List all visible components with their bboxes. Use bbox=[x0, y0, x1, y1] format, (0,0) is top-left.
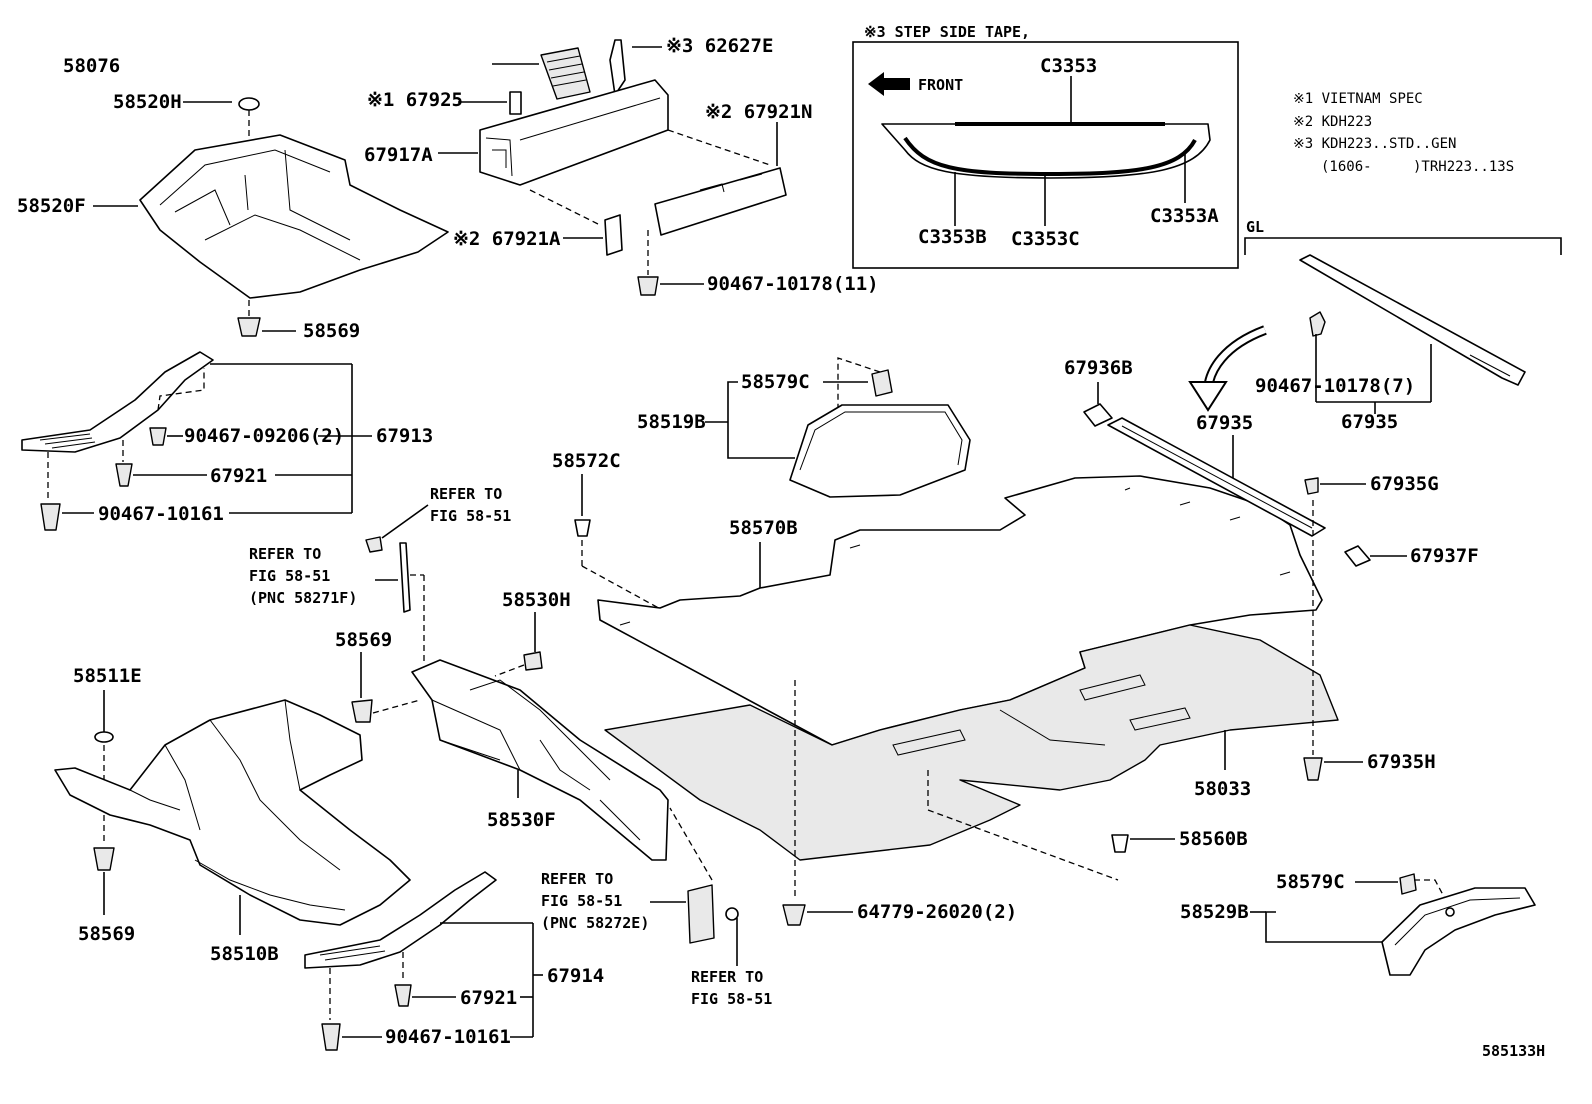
label-gl: GL bbox=[1246, 218, 1264, 236]
label-58579c-bot: 58579C bbox=[1276, 871, 1345, 893]
refer-1-line-2: FIG 58-51 bbox=[430, 507, 511, 525]
note-date-range-start: (1606- bbox=[1321, 159, 1372, 175]
refer-fig-58-51-group-3: REFER TO FIG 58-51 (PNC 58272E) bbox=[541, 807, 715, 944]
floor-mat-assembly: 58572C 58570B 58033 64779-26020(2) 58560… bbox=[552, 450, 1339, 926]
note-kdh223-std-gen: ※3 KDH223..STD..GEN bbox=[1293, 136, 1456, 152]
step-67914-assembly: 67921 67914 90467-10161 bbox=[304, 871, 604, 1051]
spec-notes: ※1 VIETNAM SPEC ※2 KDH223 ※3 KDH223..STD… bbox=[1293, 91, 1514, 175]
label-58569-top: 58569 bbox=[303, 320, 360, 342]
sill-plate-group: 67936B 67935 67935G 67937F 67935H bbox=[1064, 357, 1479, 781]
label-58569-bot: 58569 bbox=[78, 923, 135, 945]
step-67913-assembly: 90467-09206(2) 67913 67921 90467-10161 bbox=[21, 351, 433, 531]
refer-2-line-1: REFER TO bbox=[249, 545, 321, 563]
refer-fig-58-51-group-1: REFER TO FIG 58-51 bbox=[365, 485, 511, 553]
label-c3353b: C3353B bbox=[918, 226, 987, 248]
label-67921a: ※2 67921A bbox=[453, 228, 561, 250]
cover-58519b-assembly: 58579C 58519B bbox=[637, 357, 971, 498]
label-58076: 58076 bbox=[63, 55, 120, 77]
label-67925: ※1 67925 bbox=[367, 89, 463, 111]
step-side-tape-inset: ※3 STEP SIDE TAPE, FRONT C3353 C3353B C3… bbox=[852, 23, 1239, 269]
label-58579c-top: 58579C bbox=[741, 371, 810, 393]
rear-floor-carpet-assembly: 58511E 58569 58510B bbox=[54, 665, 411, 965]
label-58520h: 58520H bbox=[113, 91, 182, 113]
refer-3-line-3: (PNC 58272E) bbox=[541, 914, 649, 932]
inset-front-label: FRONT bbox=[918, 76, 963, 94]
refer-2-line-2: FIG 58-51 bbox=[249, 567, 330, 585]
label-62627e: ※3 62627E bbox=[666, 35, 773, 57]
refer-3-line-2: FIG 58-51 bbox=[541, 892, 622, 910]
label-67914: 67914 bbox=[547, 965, 604, 987]
label-58570b: 58570B bbox=[729, 517, 798, 539]
refer-1-line-1: REFER TO bbox=[430, 485, 502, 503]
label-58569-mid: 58569 bbox=[335, 629, 392, 651]
label-90467-10161-top: 90467-10161 bbox=[98, 503, 224, 525]
inset-title: ※3 STEP SIDE TAPE, bbox=[864, 23, 1030, 41]
refer-2-line-3: (PNC 58271F) bbox=[249, 589, 357, 607]
label-67935-right: 67935 bbox=[1341, 411, 1398, 433]
label-90467-09206-2: 90467-09206(2) bbox=[184, 425, 344, 447]
label-58529b: 58529B bbox=[1180, 901, 1249, 923]
label-67935g: 67935G bbox=[1370, 473, 1439, 495]
refer-fig-58-51-group-2: REFER TO FIG 58-51 (PNC 58271F) bbox=[249, 542, 425, 665]
label-67921-top: 67921 bbox=[210, 465, 267, 487]
refer-4-line-2: FIG 58-51 bbox=[691, 990, 772, 1008]
label-67935-mid: 67935 bbox=[1196, 412, 1253, 434]
label-58511e: 58511E bbox=[73, 665, 142, 687]
label-67913: 67913 bbox=[376, 425, 433, 447]
curved-arrow-icon bbox=[1188, 381, 1228, 412]
label-58520f: 58520F bbox=[17, 195, 86, 217]
label-c3353a: C3353A bbox=[1150, 205, 1219, 227]
label-67921-bot: 67921 bbox=[460, 987, 517, 1009]
note-kdh223: ※2 KDH223 bbox=[1293, 114, 1372, 130]
refer-4-line-1: REFER TO bbox=[691, 968, 763, 986]
label-67936b: 67936B bbox=[1064, 357, 1133, 379]
label-58560b: 58560B bbox=[1179, 828, 1248, 850]
label-67935h: 67935H bbox=[1367, 751, 1436, 773]
label-67921n: ※2 67921N bbox=[705, 101, 812, 123]
label-c3353c: C3353C bbox=[1011, 228, 1080, 250]
note-vietnam-spec: ※1 VIETNAM SPEC bbox=[1293, 91, 1423, 107]
note-trh223: )TRH223..13S bbox=[1413, 159, 1514, 175]
label-64779-26020-2: 64779-26020(2) bbox=[857, 901, 1017, 923]
label-58530f: 58530F bbox=[487, 809, 556, 831]
label-58033: 58033 bbox=[1194, 778, 1251, 800]
front-floor-carpet-assembly: 58076 58520H ※1 67925 ※3 62627E ※2 67921… bbox=[17, 35, 879, 342]
label-58519b: 58519B bbox=[637, 411, 706, 433]
label-58510b: 58510B bbox=[210, 943, 279, 965]
label-c3353: C3353 bbox=[1040, 55, 1097, 77]
diagram-id: 585133H bbox=[1482, 1042, 1545, 1060]
label-90467-10178-7: 90467-10178(7) bbox=[1255, 375, 1415, 397]
label-67937f: 67937F bbox=[1410, 545, 1479, 567]
refer-3-line-1: REFER TO bbox=[541, 870, 613, 888]
front-arrow-icon bbox=[868, 72, 910, 96]
label-90467-10178-11: 90467-10178(11) bbox=[707, 273, 879, 295]
console-58530f-assembly: 58530H 58569 58530F bbox=[335, 589, 669, 861]
refer-fig-58-51-group-4: REFER TO FIG 58-51 bbox=[691, 907, 772, 1008]
cover-58529b-assembly: 58579C 58529B bbox=[1180, 871, 1536, 976]
label-67917a: 67917A bbox=[364, 144, 433, 166]
label-58530h: 58530H bbox=[502, 589, 571, 611]
label-58572c: 58572C bbox=[552, 450, 621, 472]
gl-group: GL 90467-10178(7) 67935 bbox=[1188, 218, 1562, 433]
label-90467-10161-bot: 90467-10161 bbox=[385, 1026, 511, 1048]
